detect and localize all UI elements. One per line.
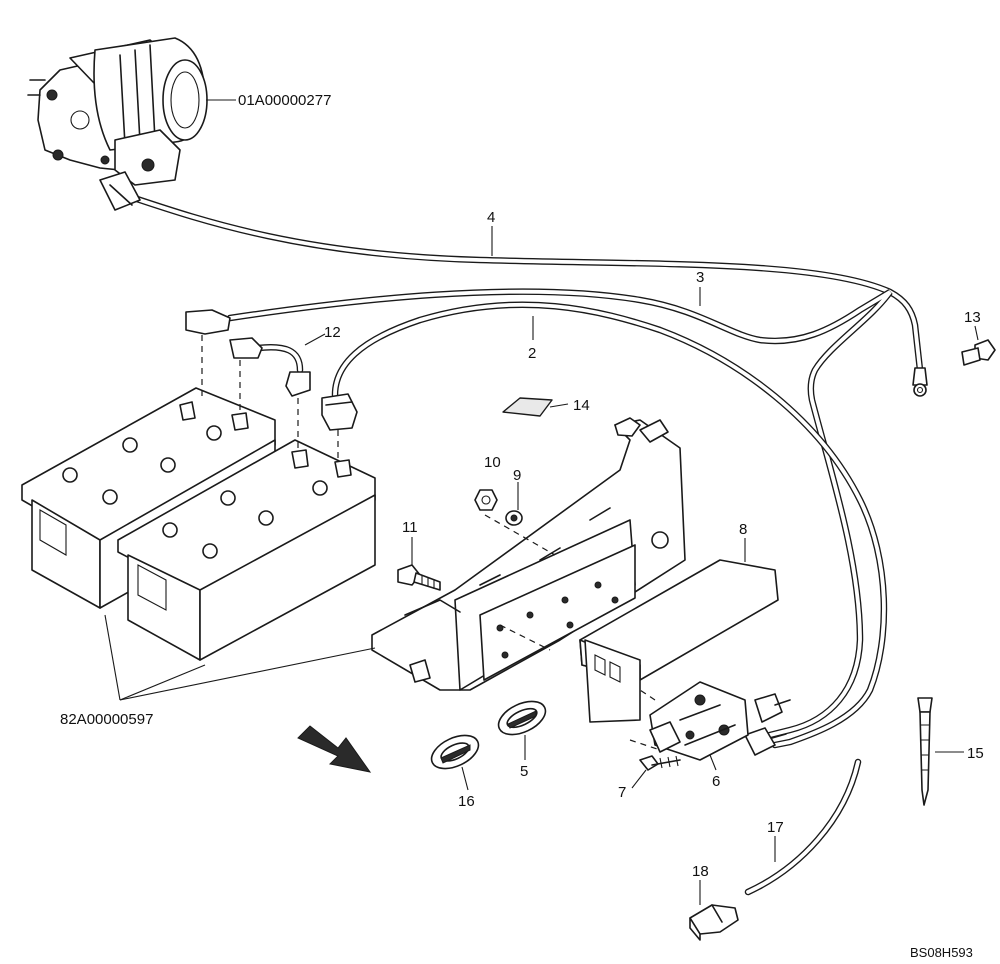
- tray-mounting-guides: [484, 514, 661, 751]
- callout-14: 14: [573, 397, 590, 414]
- callout-17: 17: [767, 819, 784, 836]
- callout-3: 3: [696, 269, 704, 286]
- callout-7: 7: [618, 784, 626, 801]
- tube-17: [744, 758, 862, 896]
- cable-tie-15: [917, 697, 933, 806]
- callout-6: 6: [712, 773, 720, 790]
- callout-8: 8: [739, 521, 747, 538]
- washer-9: [505, 510, 523, 526]
- direction-arrow: [297, 725, 372, 773]
- starter-ref-code: 01A00000277: [238, 92, 331, 109]
- battery-right: [117, 439, 376, 661]
- cap-18: [689, 904, 739, 941]
- drawing-code: BS08H593: [910, 945, 973, 960]
- battery-terminal-guides: [201, 335, 339, 462]
- cable-end-connectors: [744, 693, 791, 756]
- nut-10: [474, 489, 498, 511]
- callout-10: 10: [484, 454, 501, 471]
- callout-labels: 01A00000277 82A00000597 4 3 2 12 14 10 9…: [60, 92, 984, 960]
- grommet-5: [497, 700, 547, 736]
- cable-12: [229, 337, 311, 397]
- callout-13: 13: [964, 309, 981, 326]
- label-pad-14: [502, 397, 553, 417]
- callout-18: 18: [692, 863, 709, 880]
- callout-16: 16: [458, 793, 475, 810]
- callout-2: 2: [528, 345, 536, 362]
- battery-ref-code: 82A00000597: [60, 711, 153, 728]
- bolt-11: [397, 564, 441, 591]
- battery-tray-bracket: [371, 417, 686, 691]
- cable-4: [99, 171, 928, 397]
- callout-15: 15: [967, 745, 984, 762]
- callout-11: 11: [402, 519, 418, 536]
- callout-4: 4: [487, 209, 495, 226]
- callout-5: 5: [520, 763, 528, 780]
- grommet-16: [430, 734, 480, 770]
- cable-2: [321, 301, 888, 749]
- screw-7: [639, 755, 681, 771]
- bolt-13: [961, 339, 996, 366]
- starter-motor: [27, 37, 208, 186]
- connector-block-6: [649, 681, 749, 761]
- callout-12: 12: [324, 324, 341, 341]
- leader-lines: [104, 99, 979, 905]
- callout-9: 9: [513, 467, 521, 484]
- cable-3: [185, 288, 893, 739]
- tray-cover-8: [579, 559, 779, 723]
